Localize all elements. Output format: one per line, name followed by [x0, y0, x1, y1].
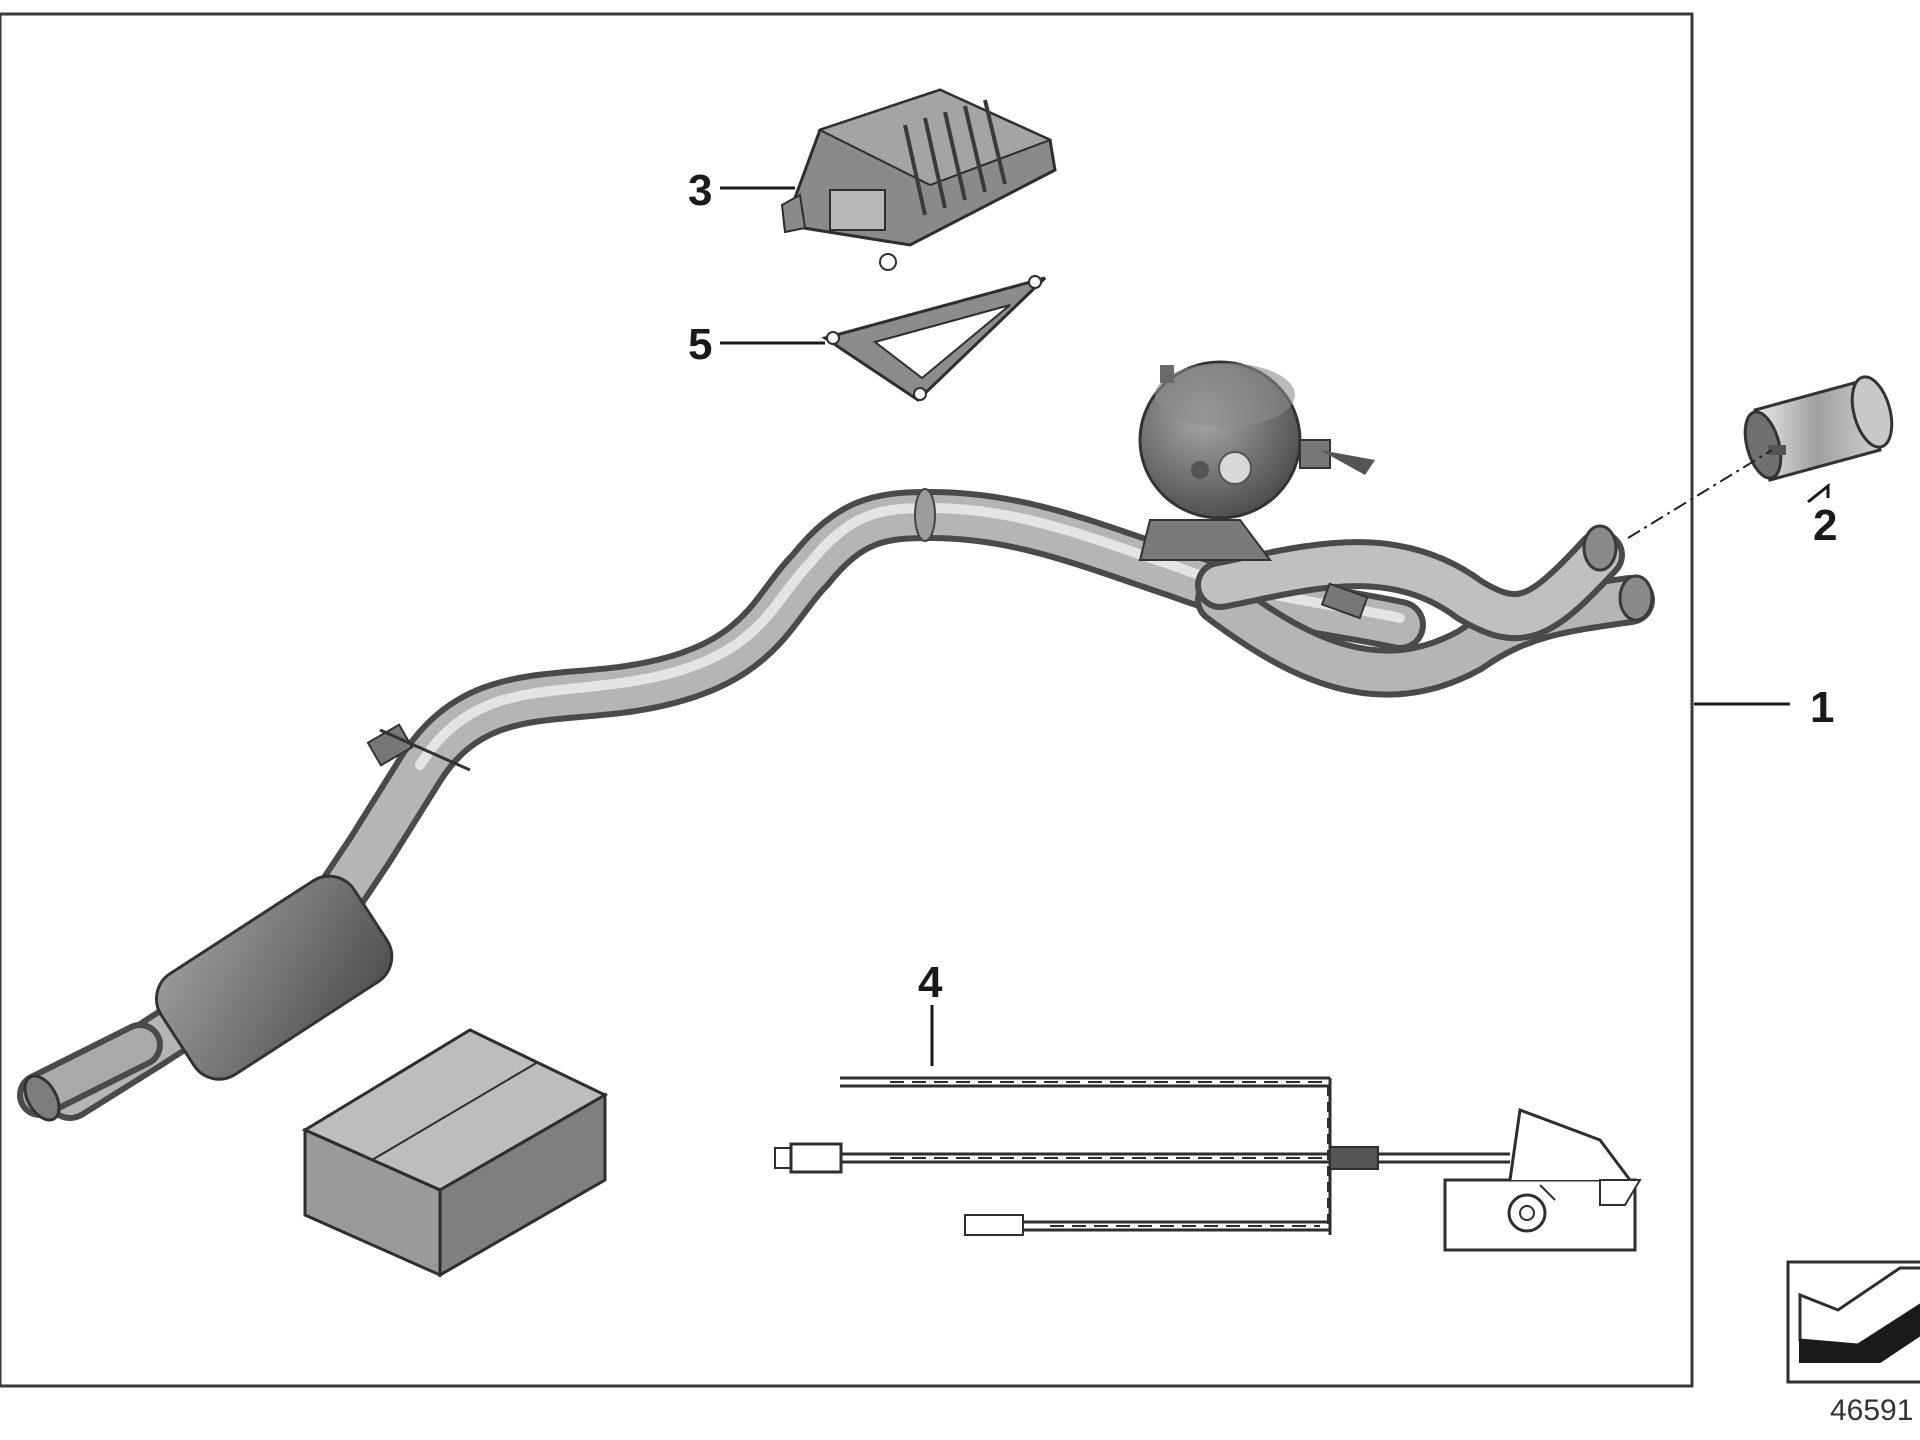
orientation-arrow-icon — [1786, 1260, 1920, 1384]
callout-5: 5 — [688, 320, 712, 369]
document-id: 46591 — [1830, 1394, 1913, 1427]
tailpipe-trim-icon — [1627, 375, 1894, 539]
callout-2: 2 — [1813, 501, 1837, 550]
callout-4: 4 — [918, 958, 943, 1007]
parts-box-icon — [301, 1028, 609, 1278]
callout-leaders — [720, 186, 1830, 1066]
callout-3: 3 — [688, 166, 712, 215]
callout-1: 1 — [1810, 683, 1834, 732]
exhaust-system-icon — [17, 360, 1655, 1122]
wiring-harness-icon — [774, 1076, 1642, 1252]
control-module-icon — [780, 88, 1057, 271]
mounting-bracket-icon — [821, 275, 1047, 402]
diagram-frame — [0, 12, 1694, 1388]
leader-line-2 — [1807, 482, 1830, 504]
